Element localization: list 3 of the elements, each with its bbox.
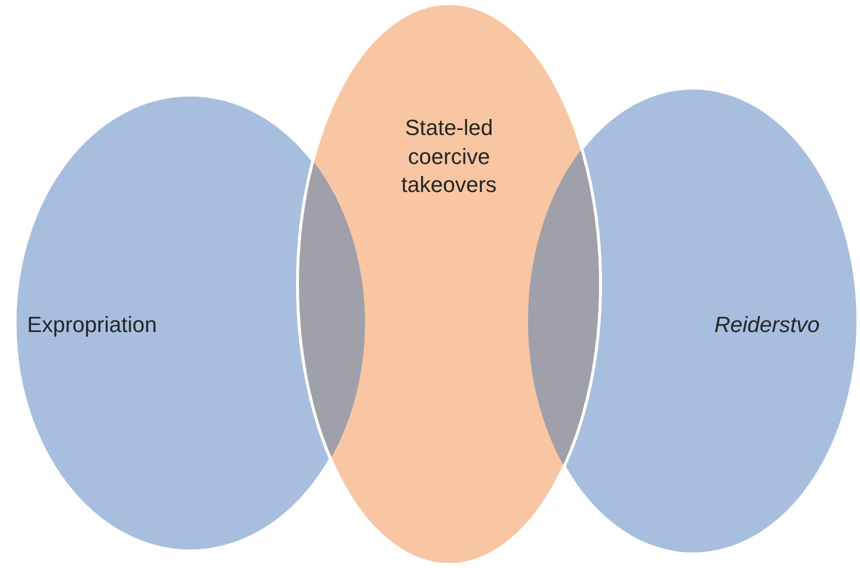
set-label: Expropriation <box>26 310 158 339</box>
set-label: State-led coercive takeovers <box>400 114 498 200</box>
set-label: Reiderstvo <box>713 310 821 339</box>
